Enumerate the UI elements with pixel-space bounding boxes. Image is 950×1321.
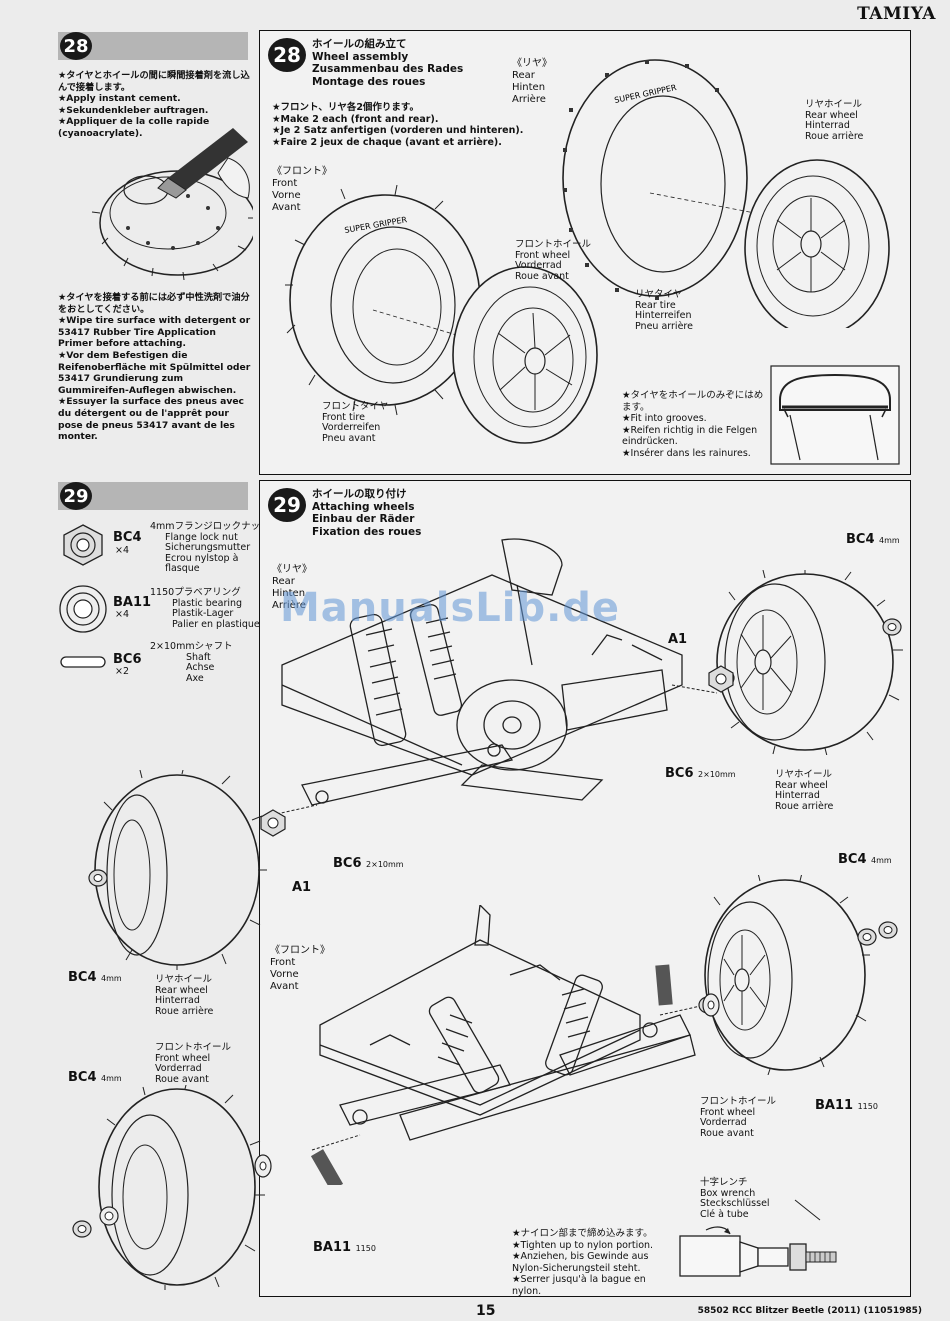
- rear-wheel-assembly-drawing: SUPER GRIPPER: [562, 59, 890, 328]
- step-28-title-en: Wheel assembly: [312, 50, 409, 63]
- step-29-front-label: 《フロント》 Front Vorne Avant: [270, 945, 330, 992]
- watermark-text: ManualsLib.de: [280, 585, 621, 631]
- wrench-to-nut-indicator: [794, 1199, 821, 1221]
- rear-left-wheel-drawing: [94, 770, 267, 970]
- front-right-nut-icon: [857, 928, 877, 946]
- rear-right-wheel-drawing: [715, 570, 903, 755]
- groove-cross-section-diagram: [770, 365, 900, 465]
- flange-lock-nut-icon: [63, 524, 103, 566]
- step-29-rear-label: 《リヤ》 Rear Hinten Arrière: [272, 564, 312, 611]
- shaft-icon: [60, 656, 106, 668]
- cement-note-en: ★Apply instant cement.: [58, 93, 181, 105]
- front-right-wheel-drawing: [698, 875, 870, 1075]
- step-29-badge: 29: [268, 488, 306, 522]
- callout-bc4-rear-right: BC4 4mm: [846, 532, 900, 547]
- primer-note-jp: ★タイヤを接着する前には必ず中性洗剤で油分をおとしてください。: [58, 292, 250, 315]
- front-wheel-label-left: フロントホイール Front wheel Vorderrad Roue avan…: [155, 1042, 232, 1085]
- part-ba11-qty: ×4: [115, 609, 130, 620]
- page-number: 15: [476, 1303, 496, 1319]
- front-right-nut-icon-2: [878, 921, 898, 939]
- primer-note-en: ★Wipe tire surface with detergent or 534…: [58, 315, 254, 350]
- step-28-header-bar: 28: [58, 32, 248, 60]
- front-left-wheel-drawing: [98, 1085, 265, 1290]
- callout-bc6-rear-left: BC6 2×10mm: [333, 856, 404, 871]
- rear-wheel-label-left: リヤホイール Rear wheel Hinterrad Roue arrière: [155, 974, 214, 1017]
- step-28-cement-notes: ★タイヤとホイールの間に瞬間接着剤を流し込んで接着します。 ★Apply ins…: [58, 70, 250, 140]
- step-28-number: 28: [60, 32, 92, 60]
- rear-tire-imprint: SUPER GRIPPER: [614, 83, 678, 105]
- front-tire-label: フロントタイヤ Front tire Vorderreifen Pneu ava…: [322, 401, 389, 444]
- step-28-title: ホイールの組み立て Wheel assembly Zusammenbau des…: [312, 38, 463, 88]
- front-left-nut-icon: [72, 1220, 92, 1238]
- rear-wheel-label: リヤホイール Rear wheel Hinterrad Roue arrière: [805, 99, 864, 142]
- primer-note-fr: ★Essuyer la surface des pneus avec du dé…: [58, 396, 248, 443]
- box-wrench-tightening-diagram: [679, 1226, 837, 1277]
- part-bc6-code: BC6: [113, 652, 142, 667]
- primer-note-de: ★Vor dem Befestigen die Reifenoberfläche…: [58, 349, 254, 396]
- step-29-header-bar: 29: [58, 482, 248, 510]
- cement-application-illustration: [91, 128, 253, 281]
- cement-note-jp: ★タイヤとホイールの間に瞬間接着剤を流し込んで接着します。: [58, 70, 250, 93]
- callout-bc4-rear-left: BC4 4mm: [68, 970, 122, 985]
- callout-ba11-front-right: BA11 1150: [815, 1098, 878, 1113]
- front-tire-imprint: SUPER GRIPPER: [344, 215, 408, 235]
- front-left-bearing-icon: [99, 1206, 119, 1226]
- rear-tire-label: リヤタイヤ Rear tire Hinterreifen Pneu arrièr…: [635, 289, 693, 332]
- callout-bc4-front-right: BC4 4mm: [838, 852, 892, 867]
- rear-right-hub-icon: [708, 665, 734, 693]
- front-wheel-assembly-drawing: SUPER GRIPPER: [285, 185, 598, 444]
- brand-logo: TAMIYA: [857, 4, 936, 24]
- step-29-title: ホイールの取り付け Attaching wheels Einbau der Rä…: [312, 488, 422, 538]
- part-bc4-code: BC4: [113, 530, 142, 545]
- step-28-rear-label: 《リヤ》 Rear Hinten Arrière: [512, 58, 552, 105]
- front-wheel-label: フロントホイール Front wheel Vorderrad Roue avan…: [515, 239, 592, 282]
- front-right-hub-bearing-icon: [702, 993, 720, 1017]
- step-28-primer-notes: ★タイヤを接着する前には必ず中性洗剤で油分をおとしてください。 ★Wipe ti…: [58, 292, 252, 443]
- part-bc4-qty: ×4: [115, 545, 130, 556]
- step-28-make-notes: ★フロント、リヤ各2個作ります。 ★Make 2 each (front and…: [272, 102, 524, 148]
- rear-wheel-label-right: リヤホイール Rear wheel Hinterrad Roue arrière: [775, 769, 834, 812]
- callout-bc6-rear-right: BC6 2×10mm: [665, 766, 736, 781]
- part-bc4-desc: 4mmフランジロックナット Flange lock nut Sicherungs…: [150, 521, 270, 574]
- plastic-bearing-icon: [59, 585, 107, 633]
- step-28-front-label: 《フロント》 Front Vorne Avant: [272, 166, 332, 213]
- part-ba11-code: BA11: [113, 595, 152, 610]
- front-chassis-drawing: [310, 905, 700, 1185]
- callout-ba11-front-left: BA11 1150: [313, 1240, 376, 1255]
- step-29-number: 29: [60, 482, 92, 510]
- part-ba11-desc: 1150プラベアリング Plastic bearing Plastik-Lage…: [150, 587, 260, 630]
- footer-product-code: 58502 RCC Blitzer Beetle (2011) (1105198…: [697, 1306, 922, 1316]
- rear-chassis-drawing: [271, 538, 718, 816]
- callout-a1-rear-left: A1: [292, 880, 312, 895]
- part-bc6-qty: ×2: [115, 666, 130, 677]
- step-28-title-fr: Montage des roues: [312, 75, 426, 88]
- rear-left-hub-icon: [260, 809, 286, 837]
- step-28-title-de: Zusammenbau des Rades: [312, 63, 464, 75]
- nylon-tighten-notes: ★ナイロン部まで締め込みます。 ★Tighten up to nylon por…: [512, 1228, 654, 1297]
- groove-notes: ★タイヤをホイールのみぞにはめます。 ★Fit into grooves. ★R…: [622, 390, 764, 459]
- callout-bc4-front-left: BC4 4mm: [68, 1070, 122, 1085]
- rear-right-nut-icon: [882, 618, 902, 636]
- front-left-hub-bearing-icon: [254, 1154, 272, 1178]
- front-wheel-label-right: フロントホイール Front wheel Vorderrad Roue avan…: [700, 1096, 777, 1139]
- cement-note-fr: ★Appliquer de la colle rapide (cyanoacry…: [58, 116, 213, 139]
- part-bc6-desc: 2×10mmシャフト Shaft Achse Axe: [150, 641, 233, 684]
- step-28-badge: 28: [268, 38, 306, 72]
- cement-note-de: ★Sekundenkleber auftragen.: [58, 104, 209, 116]
- step-28-title-jp: ホイールの組み立て: [312, 38, 407, 50]
- rear-left-nut-icon: [88, 869, 108, 887]
- callout-a1-rear-right: A1: [668, 632, 688, 647]
- box-wrench-label: 十字レンチ Box wrench Steckschlüssel Clé à tu…: [700, 1177, 770, 1220]
